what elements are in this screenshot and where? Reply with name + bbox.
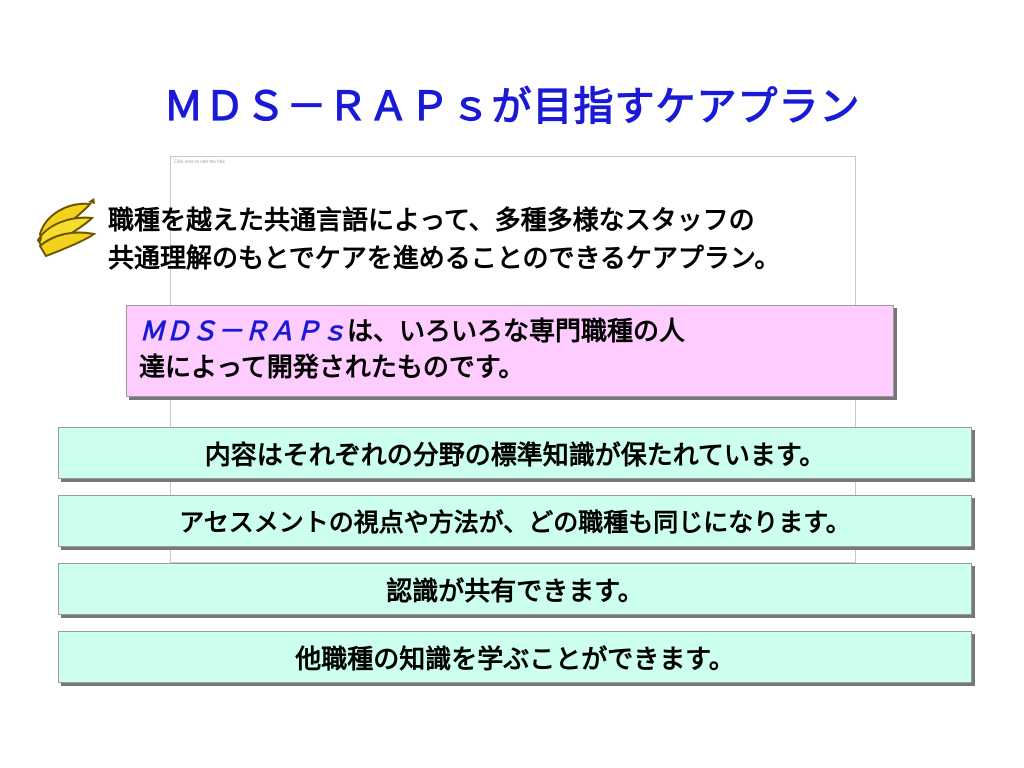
point-box-1: 内容はそれぞれの分野の標準知識が保たれています。 bbox=[58, 427, 972, 479]
slide-title: ＭＤＳ－ＲＡＰｓが目指すケアプラン bbox=[163, 84, 861, 130]
highlight-emphasis: ＭＤＳ－ＲＡＰｓ bbox=[139, 317, 348, 347]
intro-line-2: 共通理解のもとでケアを進めることのできるケアプラン。 bbox=[108, 244, 781, 274]
embedded-slide-note: Click here to edit the title bbox=[174, 159, 225, 164]
point-box-3: 認識が共有できます。 bbox=[58, 563, 972, 615]
banana-icon bbox=[36, 198, 97, 258]
intro-text: 職種を越えた共通言語によって、多種多様なスタッフの 共通理解のもとでケアを進める… bbox=[108, 202, 1008, 278]
point-box-4: 他職種の知識を学ぶことができます。 bbox=[58, 631, 972, 683]
point-box-2: アセスメントの視点や方法が、どの職種も同じになります。 bbox=[58, 495, 972, 547]
highlight-line-1: ＭＤＳ－ＲＡＰｓは、いろいろな専門職種の人 bbox=[139, 314, 893, 350]
highlight-box: ＭＤＳ－ＲＡＰｓは、いろいろな専門職種の人 達によって開発されたものです。 bbox=[126, 305, 894, 397]
intro-line-1: 職種を越えた共通言語によって、多種多様なスタッフの bbox=[108, 206, 755, 236]
highlight-line-1-rest: は、いろいろな専門職種の人 bbox=[347, 317, 686, 347]
highlight-line-2: 達によって開発されたものです。 bbox=[139, 353, 525, 383]
